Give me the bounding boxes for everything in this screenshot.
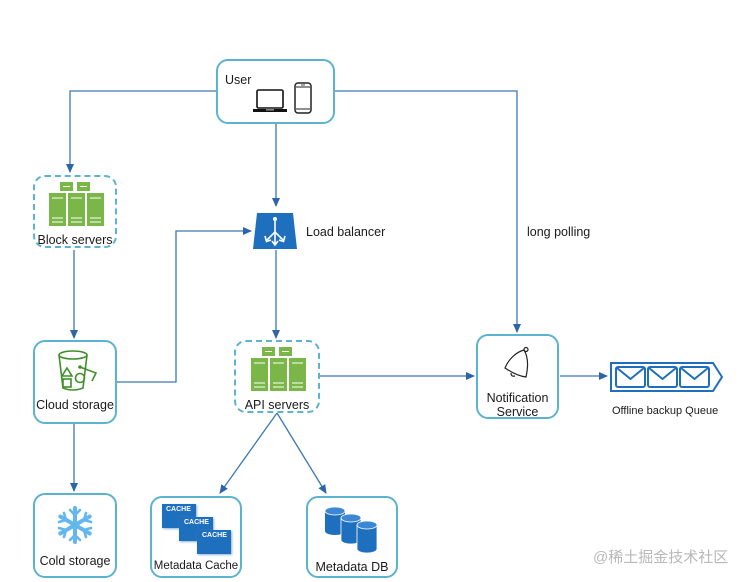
user-node[interactable]: User	[216, 59, 335, 124]
user-label: User	[225, 73, 252, 87]
cold-storage-label: Cold storage	[39, 554, 111, 568]
notification-service-label-line1: Notification	[486, 391, 549, 405]
cache-block-label: CACHE	[184, 519, 209, 526]
block-servers-node[interactable]: Block servers	[33, 175, 117, 248]
notification-service-node[interactable]: Notification Service	[476, 334, 559, 419]
edge-user-to-block-servers	[66, 90, 216, 173]
api-servers-label: API servers	[244, 398, 310, 412]
load-balancer-label: Load balancer	[306, 225, 386, 239]
notification-service-label-line2: Service	[496, 405, 539, 419]
snowflake-icon	[57, 506, 93, 544]
api-servers-node[interactable]: API servers	[234, 340, 320, 413]
bell-icon	[504, 346, 529, 378]
metadata-db-label: Metadata DB	[315, 560, 389, 574]
cache-icon: CACHE CACHE CACHE	[162, 504, 234, 554]
offline-queue-label: Offline backup Queue	[612, 405, 719, 417]
server-rack-icon	[49, 182, 104, 226]
metadata-cache-node[interactable]: CACHE CACHE CACHE Metadata Cache	[150, 496, 242, 578]
block-servers-label: Block servers	[37, 233, 113, 247]
cache-block-label: CACHE	[202, 532, 227, 539]
cloud-storage-label: Cloud storage	[36, 398, 114, 412]
watermark-text: @稀土掘金技术社区	[593, 549, 729, 566]
load-balancer-icon[interactable]	[253, 212, 297, 250]
cold-storage-node[interactable]: Cold storage	[33, 493, 117, 578]
server-rack-icon	[251, 347, 306, 391]
long-polling-label: long polling	[527, 225, 591, 239]
metadata-cache-label: Metadata Cache	[153, 560, 239, 572]
cache-block-label: CACHE	[166, 506, 191, 513]
edge-cloud-storage-to-load-balancer	[117, 227, 252, 383]
metadata-db-node[interactable]: Metadata DB	[306, 496, 398, 578]
edge-api-servers-to-metadata-cache	[219, 412, 278, 494]
edge-user-to-notification	[335, 90, 521, 333]
laptop-icon	[253, 89, 287, 112]
message-queue-icon[interactable]	[609, 361, 725, 393]
edge-api-servers-to-metadata-db	[276, 412, 327, 494]
smartphone-icon	[294, 82, 312, 114]
database-icon	[324, 506, 378, 554]
cloud-storage-node[interactable]: Cloud storage	[33, 340, 117, 424]
bucket-icon	[58, 350, 98, 391]
